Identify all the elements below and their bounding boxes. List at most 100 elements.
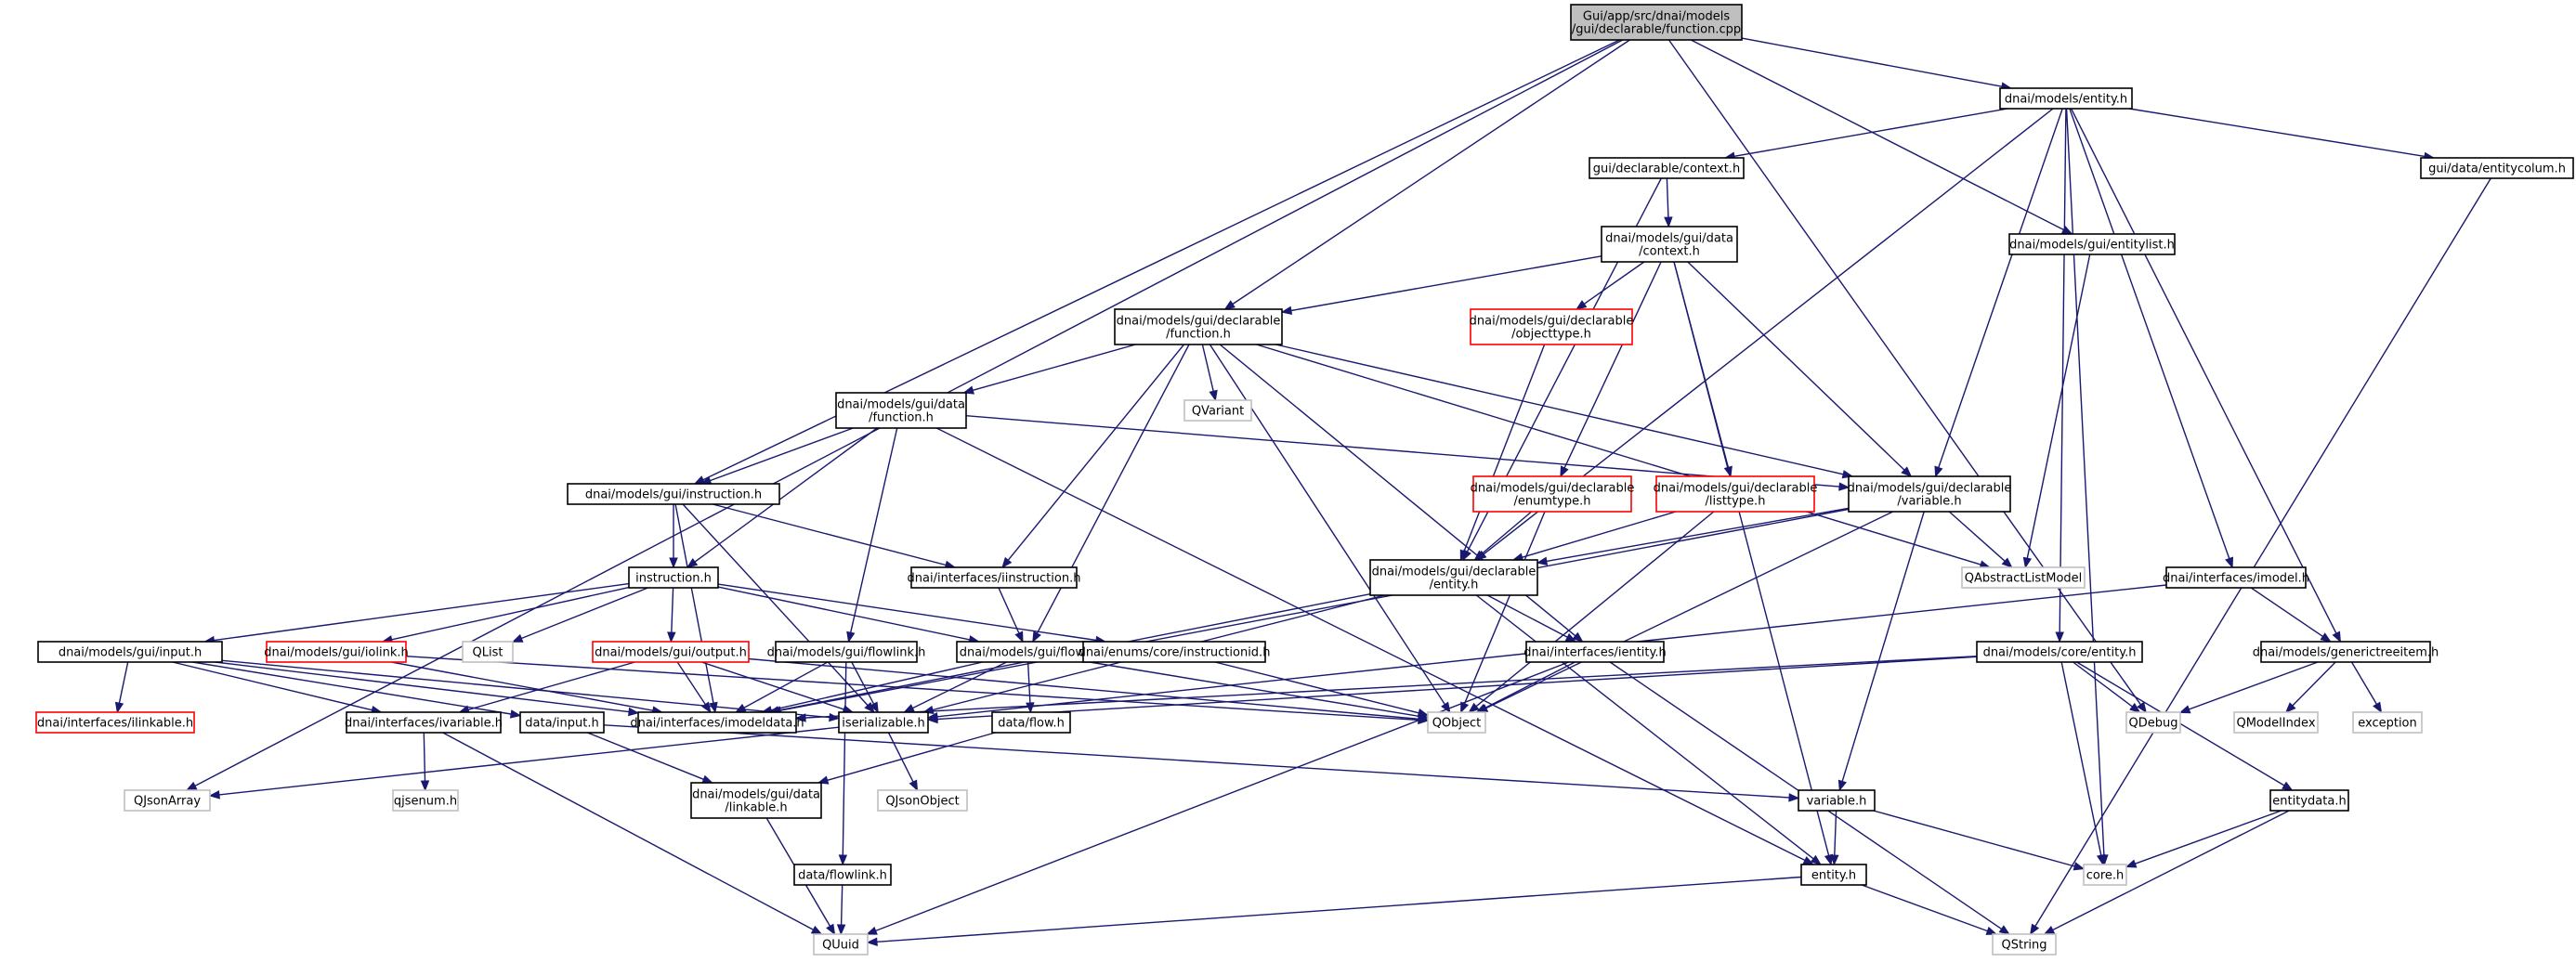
node-generictreeitem[interactable]: dnai/models/generictreeitem.h — [2253, 641, 2439, 663]
edge-line — [713, 503, 947, 566]
edge-line — [998, 587, 1020, 634]
arrowhead — [1838, 482, 1850, 491]
edge-data_context-to-decl_function — [1280, 255, 1602, 316]
node-iinstruction[interactable]: dnai/interfaces/iinstruction.h — [908, 566, 1081, 589]
node-data_flowlink[interactable]: data/flowlink.h — [793, 864, 892, 886]
arrowhead — [838, 854, 848, 866]
arrowhead — [1536, 556, 1549, 566]
node-entitylist[interactable]: dnai/models/gui/entitylist.h — [2008, 233, 2176, 255]
arrowhead — [2043, 926, 2056, 935]
edge-gui_input-to-data_input — [192, 661, 522, 719]
node-core_entity[interactable]: dnai/models/core/entity.h — [1976, 641, 2143, 663]
edge-line — [2070, 108, 2337, 634]
node-entitydata[interactable]: entitydata.h — [2269, 789, 2349, 812]
node-box — [838, 711, 929, 734]
arrowhead — [2060, 226, 2073, 235]
arrowhead — [1560, 465, 1569, 478]
arrowhead — [2096, 853, 2106, 866]
node-label: /function.h — [1166, 328, 1231, 342]
arrowhead — [2022, 556, 2033, 569]
node-linkable[interactable]: dnai/models/gui/data/linkable.h — [690, 782, 822, 819]
edge-line — [521, 587, 648, 640]
node-label: variable.h — [1807, 795, 1867, 809]
edge-line — [118, 661, 129, 704]
edge-line — [1007, 344, 1185, 561]
node-box — [991, 711, 1071, 734]
edge-gui_output-to-iserializable — [700, 661, 855, 714]
node-decl_context[interactable]: gui/declarable/context.h — [1589, 157, 1745, 179]
edge-gui_flow-to-data_flow — [1026, 661, 1035, 714]
node-iserializable[interactable]: iserializable.h — [838, 711, 929, 734]
node-box — [1798, 789, 1876, 812]
node-label: dnai/models/gui/output.h — [595, 646, 747, 660]
node-data_context[interactable]: dnai/models/gui/data/context.h — [1601, 226, 1738, 263]
node-enumtype[interactable]: dnai/models/gui/declarable/enumtype.h — [1471, 475, 1635, 513]
node-instructionid[interactable]: dnai/enums/core/instructionid.h — [1079, 641, 1271, 663]
arrowhead — [2320, 632, 2332, 643]
edge-line — [1690, 39, 2064, 231]
edge-root-to-decl_function — [1223, 39, 1630, 310]
node-data_input[interactable]: data/input.h — [519, 711, 605, 734]
node-box — [2165, 566, 2307, 589]
node-gui_instruction[interactable]: dnai/models/gui/instruction.h — [567, 483, 780, 505]
edge-line — [1687, 261, 1905, 471]
arrowhead — [2225, 556, 2234, 569]
node-gui_input[interactable]: dnai/models/gui/input.h — [37, 641, 223, 663]
node-imodeldata[interactable]: dnai/interfaces/imodeldata.h — [630, 711, 804, 734]
node-box — [1369, 559, 1538, 596]
arrowhead — [2332, 630, 2342, 644]
edge-line — [1948, 511, 2006, 562]
node-objecttype[interactable]: dnai/models/gui/declarable/objecttype.h — [1470, 308, 1634, 345]
edge-line — [442, 732, 814, 930]
node-instruction_h[interactable]: instruction.h — [628, 566, 719, 589]
node-gui_flowlink[interactable]: dnai/models/gui/flowlink.h — [767, 641, 926, 663]
arrowhead — [686, 558, 699, 568]
edge-line — [936, 656, 1978, 721]
node-ivariable[interactable]: dnai/interfaces/ivariable.h — [345, 711, 503, 734]
edge-line — [876, 876, 1802, 942]
edge-line — [2026, 254, 2091, 559]
node-box — [1848, 475, 2011, 513]
edge-line — [770, 661, 983, 711]
node-gui_output[interactable]: dnai/models/gui/output.h — [592, 641, 750, 663]
arrowhead — [794, 713, 806, 722]
node-data_flow[interactable]: data/flow.h — [991, 711, 1071, 734]
node-listtype[interactable]: dnai/models/gui/declarable/listtype.h — [1654, 475, 1818, 513]
node-gui_flow[interactable]: dnai/models/gui/flow.h — [956, 641, 1099, 663]
arrowhead — [667, 631, 676, 644]
node-box — [1992, 933, 2057, 956]
node-box — [1472, 475, 1632, 513]
node-box — [1800, 864, 1867, 886]
edge-line — [391, 586, 630, 641]
node-models_entity[interactable]: dnai/models/entity.h — [1999, 87, 2133, 110]
arrowhead — [420, 780, 430, 792]
node-label: entitydata.h — [2272, 795, 2346, 809]
node-label: gui/declarable/context.h — [1593, 162, 1740, 176]
node-decl_entity[interactable]: dnai/models/gui/declarable/entity.h — [1369, 559, 1538, 596]
edge-line — [1290, 255, 1602, 312]
node-data_entitycolum[interactable]: gui/data/entitycolum.h — [2420, 157, 2574, 179]
node-decl_variable[interactable]: dnai/models/gui/declarable/variable.h — [1848, 475, 2012, 513]
node-iolink[interactable]: dnai/models/gui/iolink.h — [264, 641, 409, 663]
node-data_function[interactable]: dnai/models/gui/data/function.h — [835, 392, 967, 429]
node-box — [2233, 711, 2319, 734]
edge-line — [2073, 661, 2133, 708]
node-ilinkable[interactable]: dnai/interfaces/ilinkable.h — [35, 711, 195, 734]
node-label: QAbstractListModel — [1965, 572, 2083, 586]
node-decl_function[interactable]: dnai/models/gui/declarable/function.h — [1114, 308, 1283, 345]
edge-data_flow-to-linkable — [817, 732, 996, 785]
edge-line — [603, 724, 1790, 799]
node-variable_h[interactable]: variable.h — [1798, 789, 1876, 812]
edge-line — [2128, 108, 2426, 158]
node-entity_h[interactable]: entity.h — [1800, 864, 1867, 886]
arrowhead — [2001, 557, 2013, 568]
arrowhead — [1664, 216, 1673, 228]
edge-line — [1673, 261, 1830, 856]
arrowhead — [1788, 793, 1800, 802]
node-ientity[interactable]: dnai/interfaces/ientity.h — [1523, 641, 1667, 663]
node-qlist: QList — [462, 641, 514, 663]
node-root[interactable]: Gui/app/src/dnai/models/gui/declarable/f… — [1570, 4, 1743, 41]
node-imodel[interactable]: dnai/interfaces/imodel.h — [2163, 566, 2309, 589]
edge-line — [973, 344, 1136, 391]
